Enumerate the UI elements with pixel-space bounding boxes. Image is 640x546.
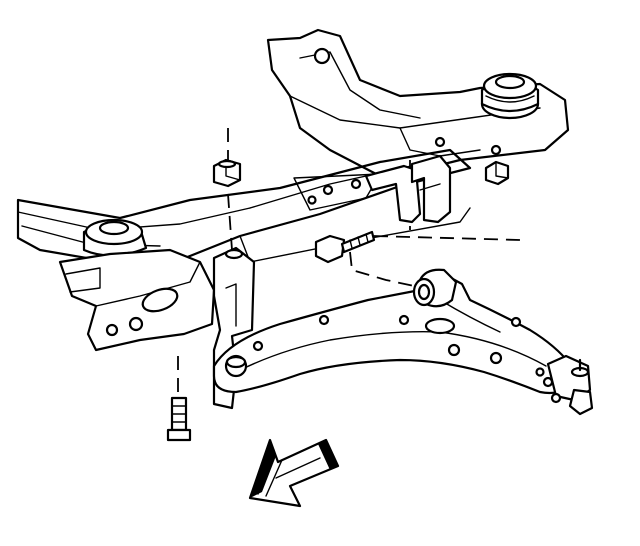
lower-control-arm [212,270,574,395]
rear-crossmember [266,28,570,178]
front-mount-bushing [82,218,148,257]
control-arm-bolt [314,230,376,264]
lower-bolt [166,356,192,442]
rear-nut [484,160,510,186]
ball-joint [535,354,594,416]
upper-nut [212,128,242,251]
upper-bracket [364,154,452,224]
rear-mount-bushing [480,72,540,120]
front-direction-arrow [248,438,340,508]
front-bracket [58,248,216,352]
control-arm-bushing [412,268,458,308]
